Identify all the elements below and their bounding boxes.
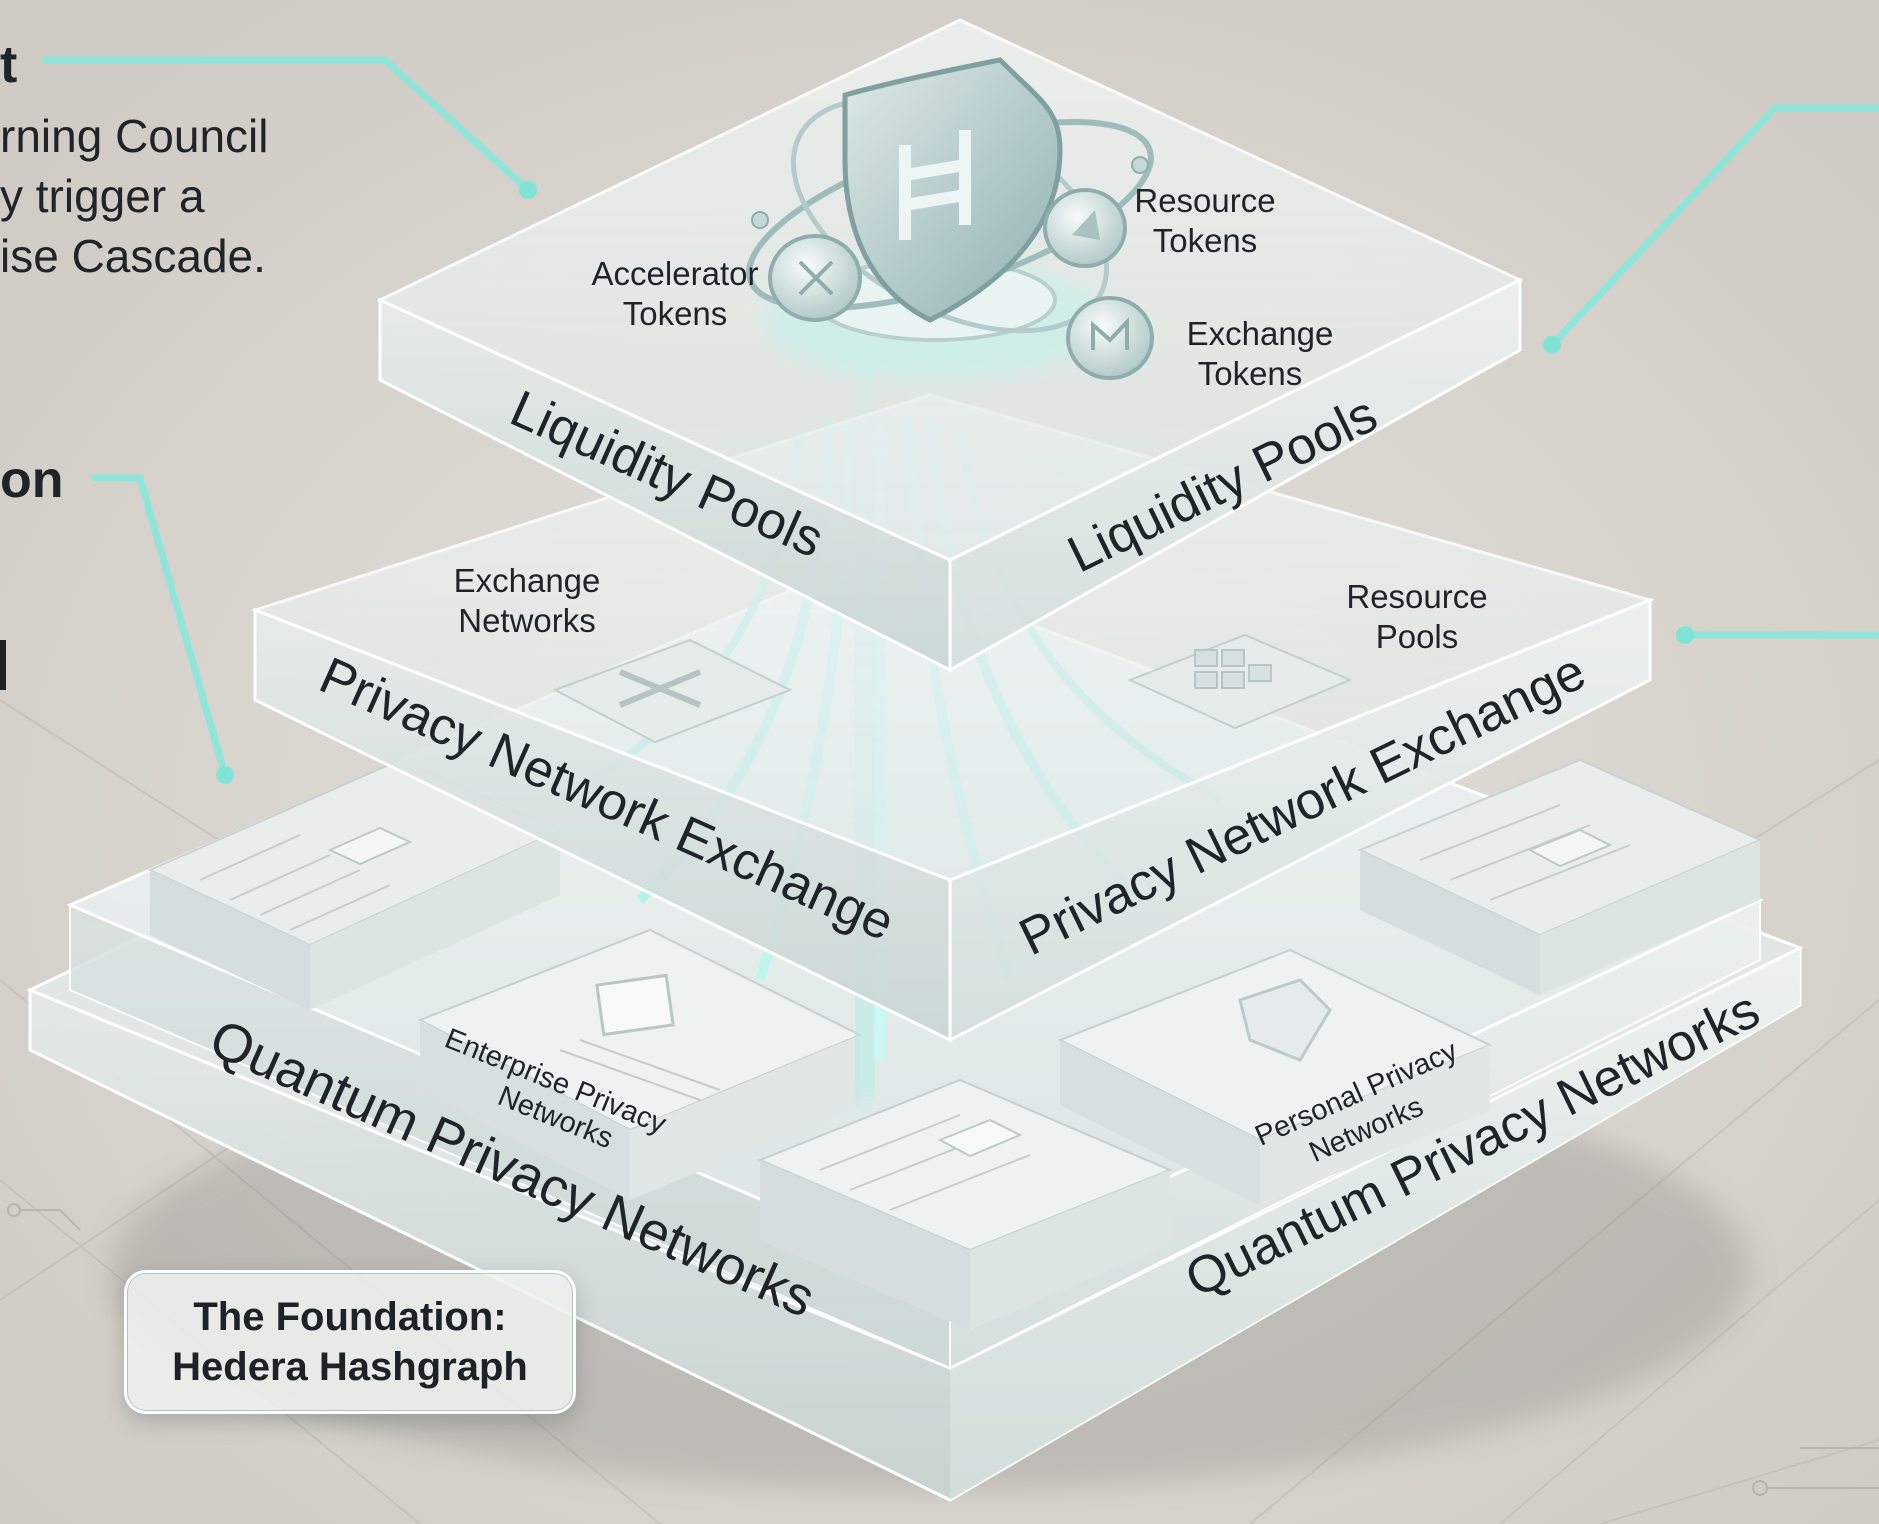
- personal-network-module: [1057, 948, 1493, 1205]
- callout-heading-middle: on: [0, 451, 64, 509]
- circuit-chip-back-right: [1357, 758, 1763, 995]
- bottom-base-side-right: [950, 948, 1800, 1500]
- exchange-token-coin: [1066, 296, 1154, 380]
- callout-dots: [216, 181, 1694, 784]
- resource-pools-label: Resource: [1346, 578, 1487, 615]
- resource-tokens-label-2: Tokens: [1153, 222, 1258, 259]
- resource-pools-tile: [1127, 633, 1353, 730]
- foundation-line-1: The Foundation:: [193, 1295, 507, 1339]
- accelerator-tokens-label: Accelerator: [592, 255, 759, 292]
- callout-line-middle-left: [91, 474, 229, 779]
- orbit-node: [1131, 156, 1149, 174]
- resource-token-coin: [1043, 188, 1127, 268]
- callout-line-top-left: [41, 56, 532, 194]
- callout-line-3: ise Cascade.: [0, 230, 266, 282]
- exchange-networks-label: Exchange: [454, 562, 601, 599]
- exchange-x-icon: [618, 669, 702, 708]
- callout-line-1: rning Council: [0, 110, 268, 162]
- callout-heading-top: t: [0, 36, 17, 94]
- callout-line-top-right: [1548, 104, 1879, 349]
- resource-grid-icon: [1194, 649, 1272, 689]
- exchange-tokens-label: Exchange: [1187, 315, 1334, 352]
- exchange-tokens-label-2: Tokens: [1198, 355, 1303, 392]
- shield-badge-icon: [1238, 978, 1332, 1062]
- resource-tokens-label: Resource: [1134, 182, 1275, 219]
- resource-pools-label-2: Pools: [1376, 618, 1459, 655]
- callout-line-2: y trigger a: [0, 170, 205, 222]
- foundation-label-box: The Foundation: Hedera Hashgraph: [124, 1270, 576, 1414]
- callout-text-fragment: [0, 640, 6, 690]
- callout-dot: [519, 181, 537, 199]
- circuit-chip-front: [757, 1078, 1173, 1330]
- exchange-networks-tile: [552, 638, 793, 744]
- orbit-node: [751, 211, 769, 229]
- accelerator-tokens-label-2: Tokens: [623, 295, 728, 332]
- top-layer: [376, 18, 1524, 673]
- exchange-networks-label-2: Networks: [458, 602, 596, 639]
- callout-dot: [1543, 336, 1561, 354]
- callout-dot: [1676, 626, 1694, 644]
- enterprise-network-module: [417, 928, 863, 1200]
- callout-dot: [216, 766, 234, 784]
- hedera-shield-icon: [842, 57, 1063, 323]
- floor-circuit-marks: [7, 1203, 1879, 1496]
- accelerator-token-coin: [768, 234, 862, 322]
- foundation-line-2: Hedera Hashgraph: [172, 1345, 528, 1389]
- chip-icon: [595, 973, 675, 1037]
- callout-lines: [41, 56, 1879, 779]
